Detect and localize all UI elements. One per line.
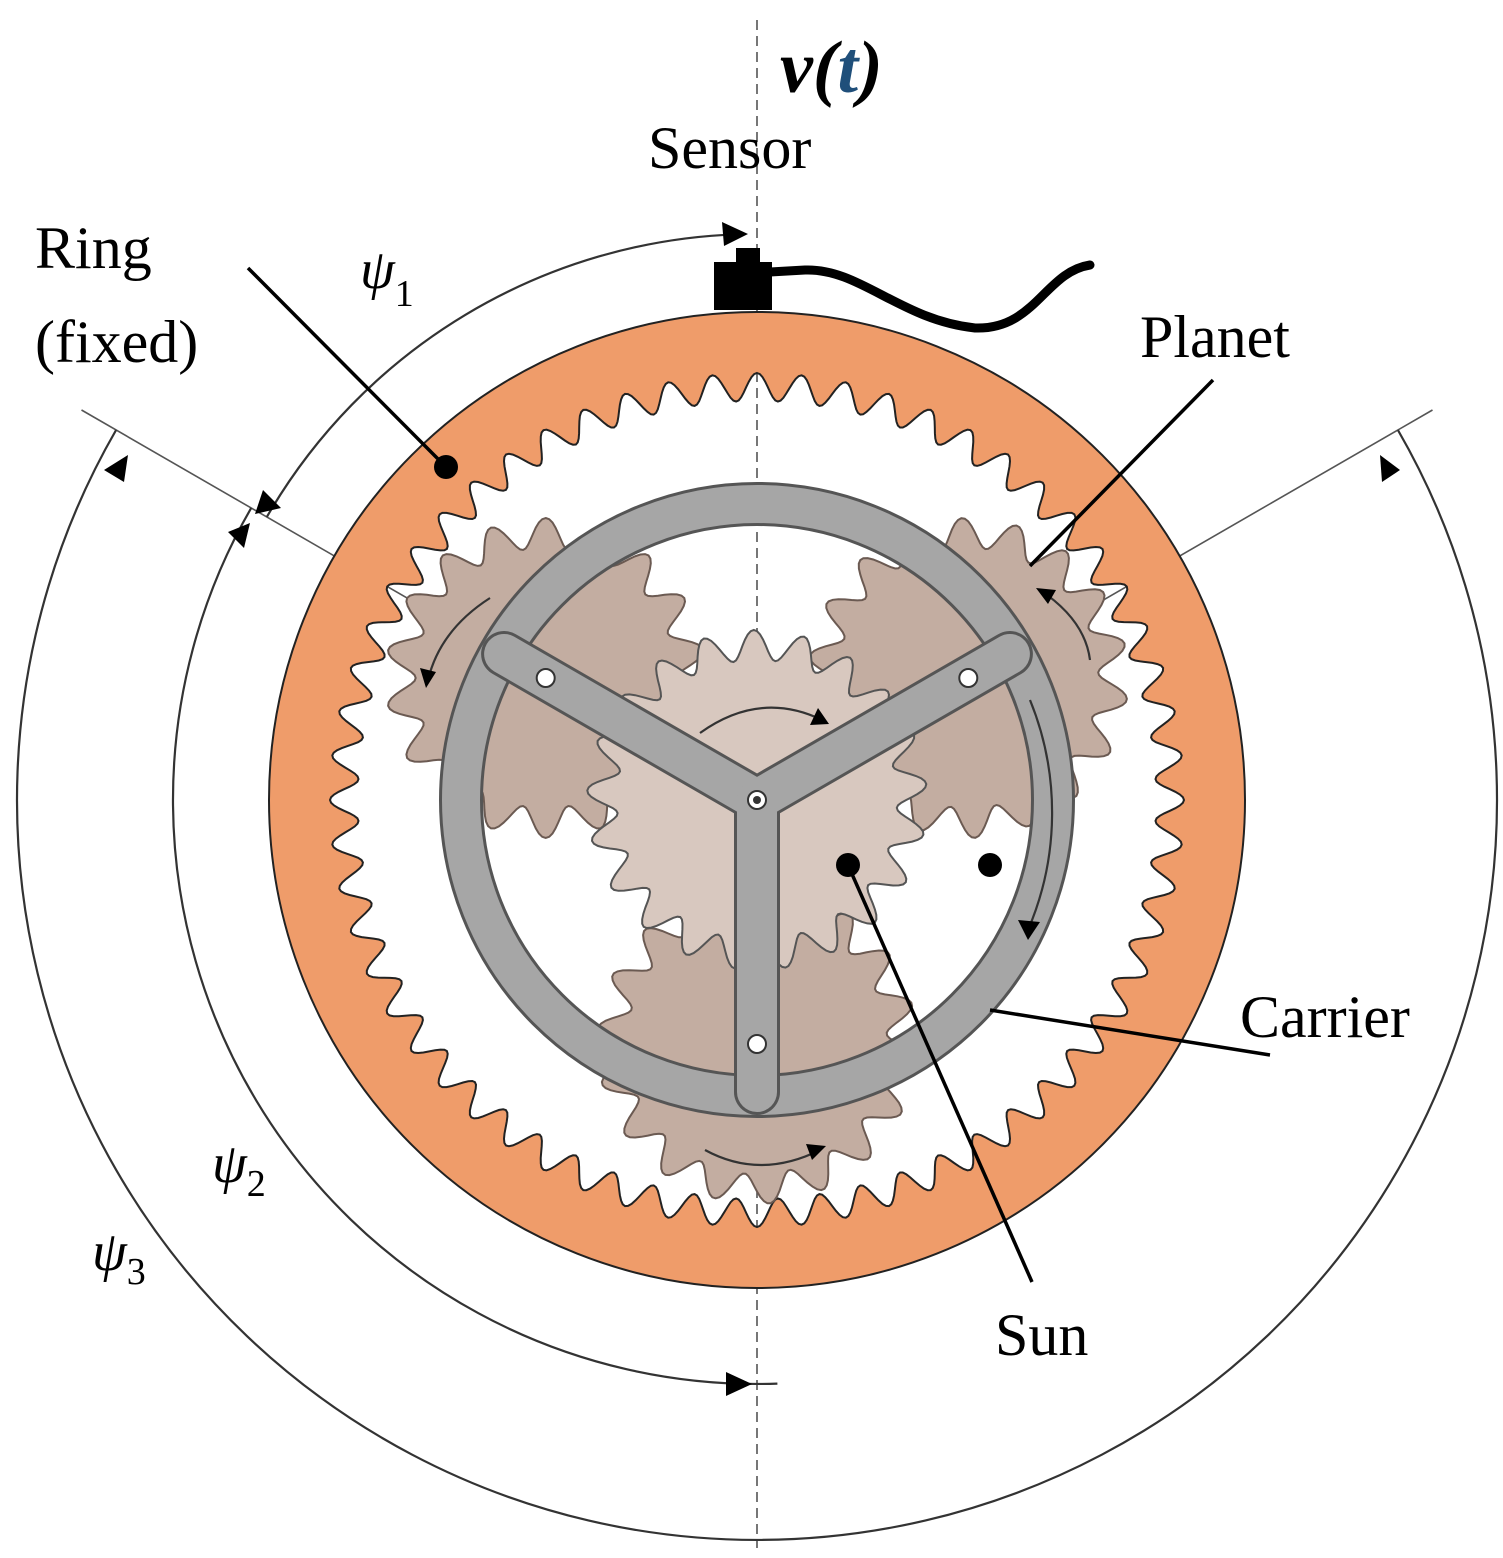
rotation-arrows — [420, 588, 1092, 1167]
bottom-planet-rotation-arrow — [704, 1149, 821, 1167]
carrier-rotation-arrow — [1026, 699, 1054, 931]
carrier-arms — [481, 631, 1033, 1115]
carrier — [439, 482, 1075, 1118]
carrier-rotation-arrowhead — [1018, 920, 1040, 940]
psi2-arrowhead-bottom — [726, 1372, 752, 1396]
sun-rotation-arrow — [699, 706, 823, 734]
psi1-arrowhead-left — [255, 490, 281, 514]
sun-label: Sun — [995, 1302, 1088, 1368]
psi2-label: ψ2 — [212, 1133, 266, 1205]
sun-rotation-arrowhead — [810, 708, 829, 725]
left-planet-rotation-arrowhead — [420, 668, 436, 688]
ring-gear-body — [267, 311, 1247, 1289]
sun-leader — [846, 864, 1034, 1283]
signal-label: v(t) — [780, 27, 883, 109]
psi1-arc — [265, 233, 738, 518]
psi2-arc — [171, 507, 778, 1386]
pivot-hole-icon — [747, 1034, 767, 1054]
ring-label: Ring — [35, 215, 152, 281]
psi1-label: ψ1 — [360, 239, 414, 315]
psi1-arrowhead-top — [722, 222, 748, 246]
accelerometer-icon — [714, 262, 772, 310]
sensor-label: Sensor — [648, 115, 811, 181]
sensor-cable — [765, 260, 1095, 333]
bottom-planet-rotation-arrowhead — [806, 1144, 826, 1160]
pivot-hole-icon — [958, 668, 979, 688]
center-pivot-dot — [753, 796, 761, 804]
ring-fixed-label: (fixed) — [35, 309, 198, 375]
carrier-label: Carrier — [1240, 984, 1410, 1050]
psi3-arrowhead-right — [1380, 455, 1400, 482]
right-planet-rotation-arrowhead — [1036, 588, 1056, 604]
psi3-label: ψ3 — [92, 1221, 146, 1293]
psi3-arc — [15, 429, 1499, 1541]
psi3-arrowhead-left — [104, 455, 128, 482]
pivot-hole-icon — [535, 668, 556, 688]
labels: v(t) Sensor Ring (fixed) Planet Carrier … — [35, 27, 1410, 1368]
planet-leader — [1028, 378, 1215, 568]
psi2-arrowhead-left — [228, 523, 250, 548]
sensor — [714, 248, 1095, 333]
sensor-cap — [736, 248, 760, 264]
carrier-leader — [989, 1008, 1271, 1057]
ring-leader — [246, 266, 448, 469]
carrier-marker-dot — [978, 853, 1002, 877]
leader-lines — [246, 266, 1271, 1283]
left-planet-rotation-arrow — [426, 597, 491, 681]
angle-arcs — [15, 222, 1499, 1541]
planet-label: Planet — [1140, 304, 1290, 370]
